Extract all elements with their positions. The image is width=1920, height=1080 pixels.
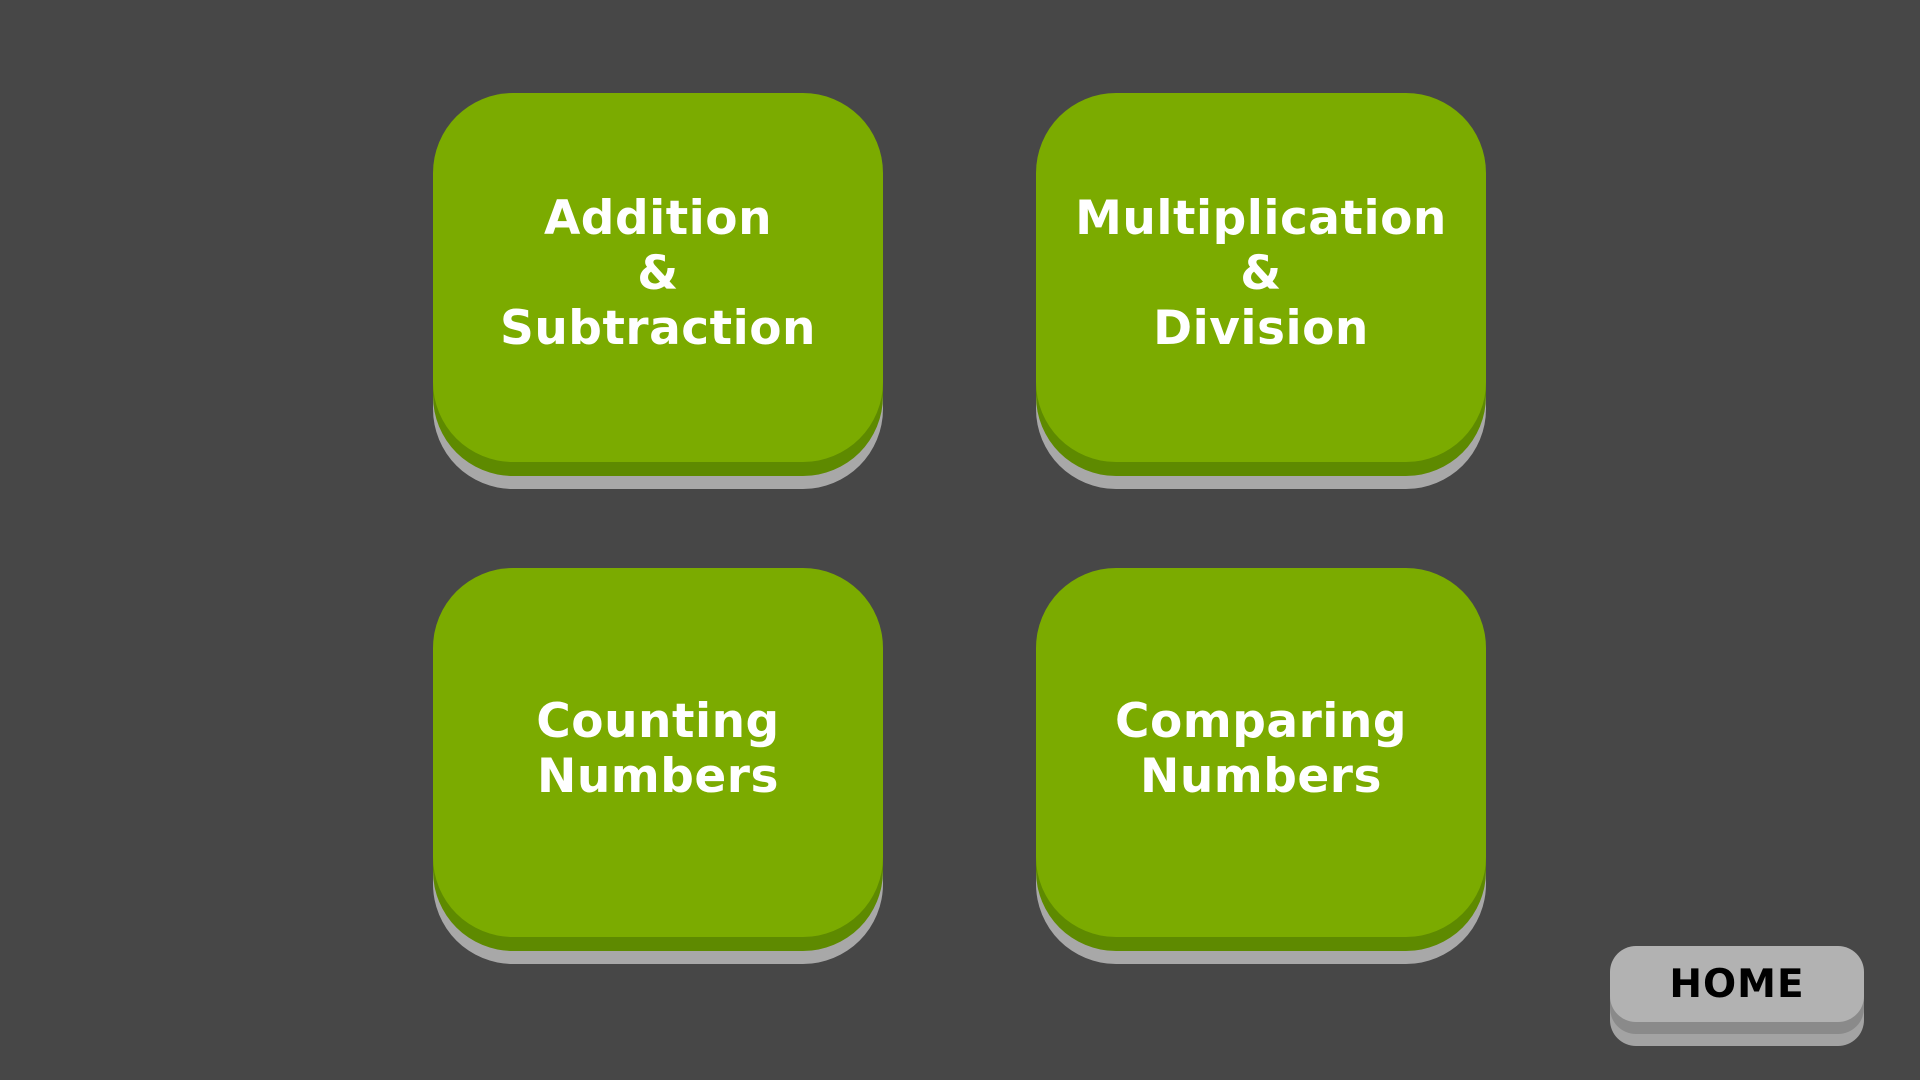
tile-label-line: Multiplication xyxy=(1075,191,1447,246)
tile-label-line: Counting xyxy=(536,693,780,749)
home-button-face[interactable]: HOME xyxy=(1610,946,1864,1022)
comparing-numbers-button[interactable]: Comparing Numbers xyxy=(1036,568,1486,964)
tile-label-line: & xyxy=(1240,246,1282,301)
tile-label-line: Numbers xyxy=(1140,748,1382,804)
addition-subtraction-button[interactable]: Addition & Subtraction xyxy=(433,93,883,489)
multiplication-division-button[interactable]: Multiplication & Division xyxy=(1036,93,1486,489)
tile-label-line: Numbers xyxy=(537,748,779,804)
tile-face[interactable]: Comparing Numbers xyxy=(1036,568,1486,937)
home-button-label: HOME xyxy=(1669,961,1805,1007)
tile-label-line: & xyxy=(637,246,679,301)
tile-label-line: Addition xyxy=(543,191,773,246)
tile-label-line: Division xyxy=(1153,301,1369,356)
tile-face[interactable]: Counting Numbers xyxy=(433,568,883,937)
tile-label-line: Subtraction xyxy=(499,301,816,356)
tile-face[interactable]: Addition & Subtraction xyxy=(433,93,883,462)
tile-face[interactable]: Multiplication & Division xyxy=(1036,93,1486,462)
tile-label-line: Comparing xyxy=(1114,693,1407,749)
home-button[interactable]: HOME xyxy=(1610,946,1864,1046)
counting-numbers-button[interactable]: Counting Numbers xyxy=(433,568,883,964)
